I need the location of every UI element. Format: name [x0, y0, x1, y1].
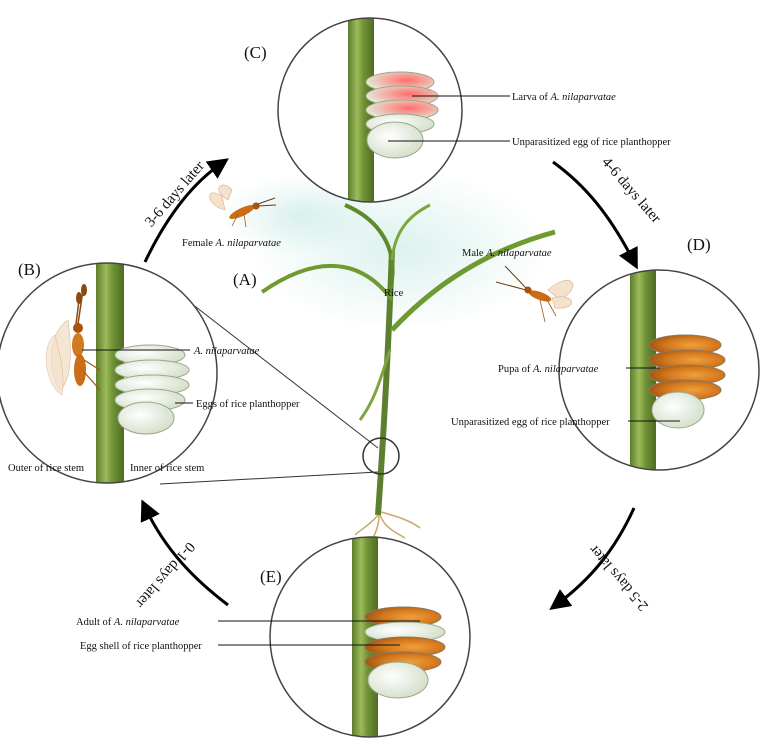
panel-d-circle	[558, 269, 760, 471]
outer-stem-label: Outer of rice stem	[8, 463, 84, 474]
d-unparasitized-label: Unparasitized egg of rice planthopper	[451, 417, 610, 428]
panel-b-label: (B)	[18, 260, 41, 279]
larva-label: Larva of A. nilaparvatae	[512, 92, 616, 103]
female-wasp-illustration	[209, 184, 277, 228]
male-wasp-illustration	[495, 265, 574, 323]
rice-label: Rice	[384, 288, 404, 299]
timing-c-to-d: 4-6 days later	[598, 154, 664, 226]
leader-lines	[82, 95, 680, 646]
arrow-e-to-b	[140, 499, 229, 607]
zoom-line-bottom	[159, 471, 379, 485]
panel-d-label: (D)	[687, 235, 711, 254]
eggshell-label: Egg shell of rice planthopper	[80, 641, 202, 652]
timing-b-to-c: 3-6 days later	[142, 158, 208, 230]
male-wasp-label: Male A. nilaparvatae	[462, 248, 552, 259]
arrow-c-to-d	[552, 160, 638, 270]
wasp-on-stem	[45, 284, 101, 396]
eggs-label: Eggs of rice planthopper	[196, 399, 300, 410]
zoom-line-top	[173, 289, 379, 449]
panel-c-circle	[277, 17, 463, 203]
arrow-b-to-c	[143, 158, 229, 263]
c-unparasitized-label: Unparasitized egg of rice planthopper	[512, 137, 671, 148]
panel-e-circle	[269, 536, 471, 738]
female-wasp-label: Female A. nilaparvatae	[182, 238, 281, 249]
magnify-circle	[362, 437, 400, 475]
adult-label: Adult of A. nilaparvatae	[76, 617, 180, 628]
panel-a-label: (A)	[233, 270, 257, 289]
pupa-label: Pupa of A. nilaparvatae	[498, 364, 599, 375]
panel-e-label: (E)	[260, 567, 282, 586]
inner-stem-label: Inner of rice stem	[130, 463, 204, 474]
panel-c-label: (C)	[244, 43, 267, 62]
b-wasp-label: A. nilaparvatae	[193, 346, 260, 357]
panel-b-circle	[0, 262, 218, 484]
rice-plant	[260, 203, 556, 541]
timing-d-to-e: 2-5 days later	[586, 542, 652, 614]
arrow-d-to-e	[549, 507, 636, 610]
timing-e-to-b: 0-1 days later	[132, 539, 198, 611]
